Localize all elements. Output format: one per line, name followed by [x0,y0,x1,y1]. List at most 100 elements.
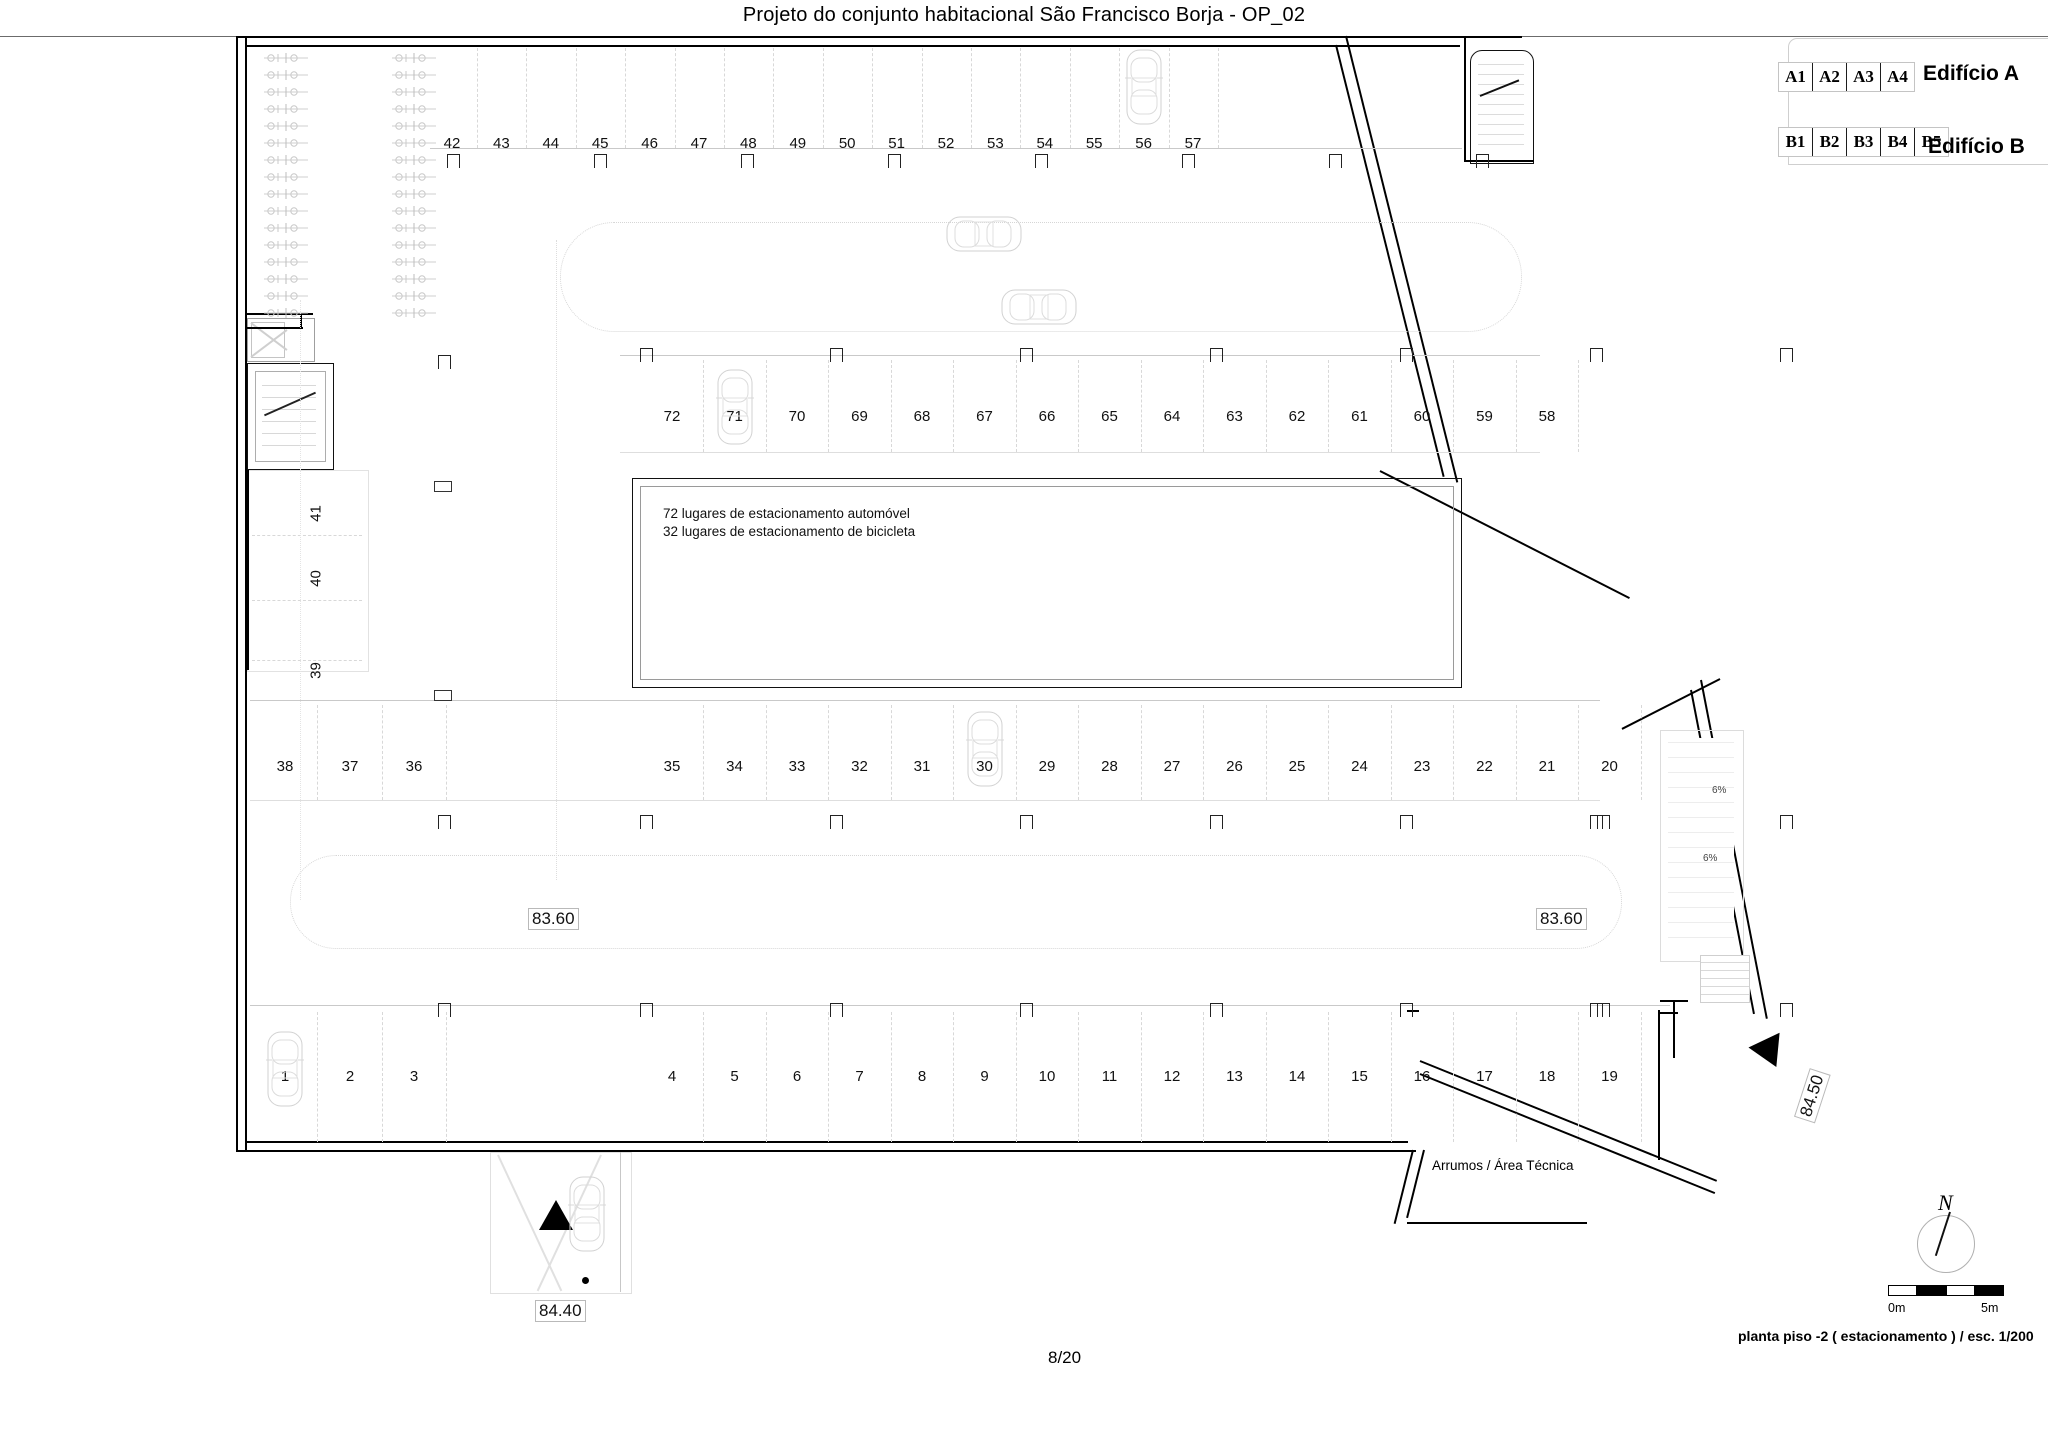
stall-divider [1265,1012,1268,1142]
stall-number: 1 [280,1068,290,1085]
wall-tech-notch-top [1407,1010,1419,1012]
legend-block-b3[interactable]: B3 [1847,128,1881,156]
wall-stair-enclosure-left [1464,36,1466,162]
stair-tread [262,397,316,398]
stall-tick [1780,348,1793,362]
wall-tech-step [1660,1000,1688,1002]
stall-number: 20 [1601,758,1618,775]
stall-divider [1203,705,1205,800]
stall-row-top-front-line [430,148,1462,149]
bike-rack-symbol [264,169,308,182]
stall-tick [1035,154,1048,168]
stall-number: 16 [1413,1068,1431,1085]
legend-block-a1[interactable]: A1 [1779,63,1813,91]
ramp-direction-arrow-right [1748,1022,1794,1068]
stall-tick [1329,154,1342,168]
legend-block-a3[interactable]: A3 [1847,63,1881,91]
stall-tick [1210,1003,1223,1017]
stall-number: 22 [1476,758,1493,775]
stall-number: 30 [976,758,993,775]
stall-divider [1640,705,1643,800]
wall-right-vertical-connector [1658,1010,1660,1160]
legend-block-b2[interactable]: B2 [1813,128,1847,156]
stall-tick [888,154,901,168]
legend-block-b4[interactable]: B4 [1881,128,1915,156]
bike-rack-symbol [392,203,436,216]
stall-number: 56 [1135,135,1152,152]
stall-number: 67 [976,408,993,425]
stall-number: 58 [1538,408,1556,425]
stall-tick [438,815,451,829]
stall-divider [575,48,578,148]
stall-tick-small [434,481,452,492]
stall-divider [1390,1012,1393,1142]
stall-row-second-front-line [620,355,1540,356]
stall-divider [1168,48,1171,148]
stall-divider [1640,1012,1643,1142]
wall-left-outer [236,36,238,1152]
bike-rack-symbol [392,50,436,63]
stall-divider [1328,1012,1330,1142]
stall-number: 9 [980,1068,989,1085]
car-symbol [965,710,1004,788]
room-lobby-left [247,318,315,362]
stall-divider [1020,48,1022,148]
legend-building-a-row: A1 A2 A3 A4 [1778,62,1915,92]
stall-number: 28 [1101,758,1118,775]
stall-number: 59 [1476,408,1493,425]
stall-divider [1078,1012,1080,1142]
legend-block-b5[interactable]: B5 [1921,132,1942,151]
scale-end-label: 5m [1981,1301,1999,1315]
wall-tech-step2 [1660,1012,1678,1014]
stall-tick [1590,815,1603,829]
stall-divider [1453,360,1455,452]
legend-block-b1[interactable]: B1 [1779,128,1813,156]
bike-rack-symbol [392,220,436,233]
stall-number: 31 [913,758,931,775]
stall-number-vertical: 41 [307,505,325,522]
legend-block-a4[interactable]: A4 [1887,67,1908,86]
scale-bar [1888,1285,2008,1298]
ramp-slope-label-2: 6% [1703,853,1718,864]
stall-divider [953,1012,955,1142]
legend-blocks-b: B1 B2 B3 B4 B5 [1778,127,1949,157]
stall-row-second-back-line [620,452,1540,453]
stall-row-bottom-front-line [250,1005,1670,1006]
bike-rack-symbol [392,305,436,318]
stall-divider [890,1012,893,1142]
stall-divider [1578,1012,1580,1142]
stall-tick [1780,815,1793,829]
stall-divider [446,705,448,800]
stall-tick [1400,1003,1413,1017]
stall-divider [1015,705,1018,800]
stall-number: 50 [838,135,856,152]
bike-rack-symbol [264,135,308,148]
stair-tread [262,433,316,434]
technical-area-label: Arrumos / Área Técnica [1432,1158,1574,1173]
legend-block-a2[interactable]: A2 [1813,63,1847,91]
stall-tick [438,1003,451,1017]
bike-rack-symbol [264,220,308,233]
room-stair-left [247,363,334,470]
stall-number: 35 [663,758,681,775]
bike-rack-symbol [264,237,308,250]
elevation-tag-83-60-left: 83.60 [528,908,579,930]
stall-number: 72 [663,408,681,425]
stall-divider [1069,48,1072,148]
stall-divider [1140,705,1143,800]
bike-rack-symbol [264,50,308,63]
wall-left-service-stub2 [247,327,303,329]
stall-tick [1020,348,1033,362]
scale-start-label: 0m [1888,1301,1906,1315]
bike-rack-symbol [392,101,436,114]
stall-number: 10 [1038,1068,1056,1085]
bike-rack-symbol [392,288,436,301]
stall-divider [1218,48,1220,148]
stall-number: 15 [1351,1068,1368,1085]
stall-divider [1453,1012,1455,1142]
stall-number: 8 [917,1068,927,1085]
bike-rack-symbol [392,118,436,131]
scale-segment [1946,1285,1975,1296]
stall-tick [1590,348,1603,362]
stall-tick [640,1003,653,1017]
